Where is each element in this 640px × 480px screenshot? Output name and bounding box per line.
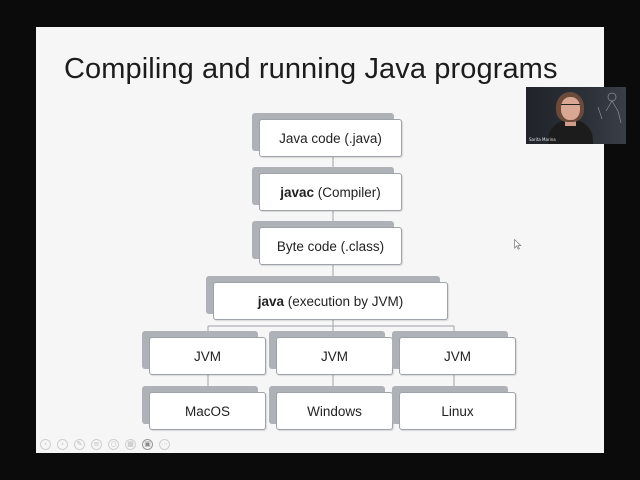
pen-icon[interactable]: ✎ <box>74 438 85 450</box>
jvm-label-right: JVM <box>399 337 516 375</box>
os-label-windows: Windows <box>276 392 393 430</box>
grid-icon[interactable]: ▦ <box>125 438 136 450</box>
java-execution-box: java (execution by JVM) <box>206 276 448 320</box>
mouse-cursor-icon <box>514 239 522 250</box>
jvm-box-middle: JVM <box>269 331 393 375</box>
menu-icon[interactable]: ≡ <box>91 438 102 450</box>
javac-compiler-label: javac (Compiler) <box>259 173 402 211</box>
os-label-linux: Linux <box>399 392 516 430</box>
java-keyword: java <box>257 293 284 309</box>
presenter-glasses <box>561 104 580 109</box>
slideshow-toolbar: ‹ › ✎ ≡ ○ ▦ ▣ ⋯ <box>40 437 170 451</box>
java-code-label: Java code (.java) <box>259 119 402 157</box>
os-box-windows: Windows <box>269 386 393 430</box>
java-execution-description: (execution by JVM) <box>283 293 404 309</box>
javac-description: (Compiler) <box>314 184 381 200</box>
java-code-box: Java code (.java) <box>252 113 402 157</box>
javac-compiler-box: javac (Compiler) <box>252 167 402 211</box>
presenter-face <box>561 97 580 120</box>
subtitles-icon[interactable]: ▣ <box>142 438 153 450</box>
os-label-macos: MacOS <box>149 392 266 430</box>
os-box-macos: MacOS <box>142 386 266 430</box>
whiteboard-sketch <box>597 92 622 124</box>
zoom-icon[interactable]: ○ <box>108 438 119 450</box>
bytecode-label: Byte code (.class) <box>259 227 402 265</box>
os-box-linux: Linux <box>392 386 516 430</box>
arrow-right-icon[interactable]: › <box>57 438 68 450</box>
slide-title: Compiling and running Java programs <box>64 53 558 85</box>
presentation-slide: Compiling and running Java programs Java… <box>36 27 604 453</box>
bytecode-box: Byte code (.class) <box>252 221 402 265</box>
arrow-left-icon[interactable]: ‹ <box>40 438 51 450</box>
jvm-box-left: JVM <box>142 331 266 375</box>
presenter-neck <box>565 118 576 126</box>
jvm-box-right: JVM <box>392 331 516 375</box>
javac-keyword: javac <box>280 184 315 200</box>
more-icon[interactable]: ⋯ <box>159 438 170 450</box>
webcam-thumbnail[interactable]: Sarita Marina <box>526 87 626 144</box>
jvm-label-middle: JVM <box>276 337 393 375</box>
java-execution-label: java (execution by JVM) <box>213 282 448 320</box>
jvm-label-left: JVM <box>149 337 266 375</box>
participant-name-label: Sarita Marina <box>529 137 556 142</box>
